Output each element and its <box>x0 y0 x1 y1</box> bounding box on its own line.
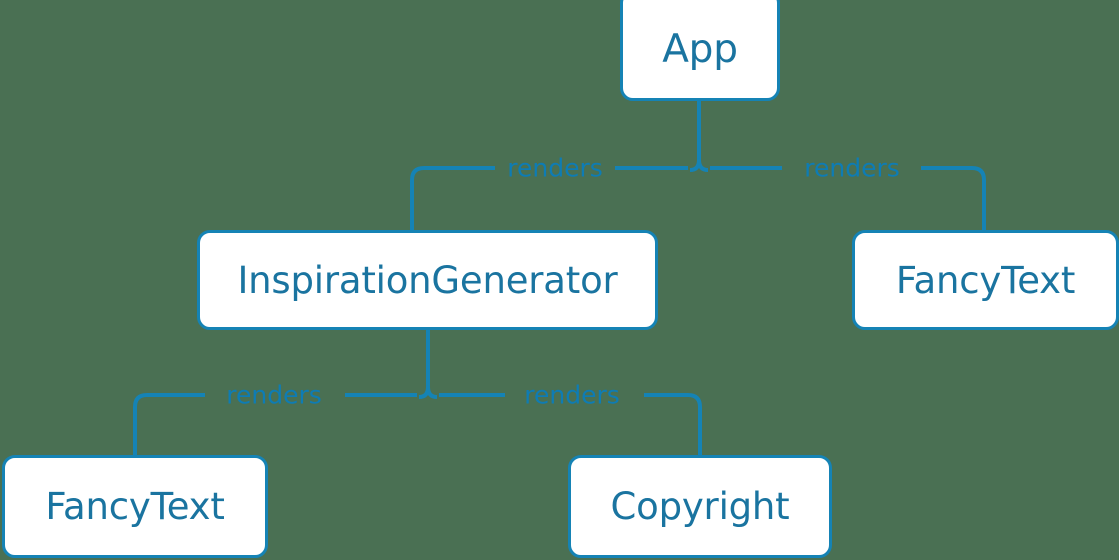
edge-inspiration-junction <box>418 385 438 399</box>
node-fancytext-bottom-label: FancyText <box>45 485 225 528</box>
node-app-label: App <box>662 27 738 72</box>
edge-app-inspiration-arm-outer <box>410 166 495 230</box>
node-inspiration-generator-label: InspirationGenerator <box>237 258 618 302</box>
edge-label-app-to-fancytext: renders <box>804 153 900 183</box>
edge-inspiration-copyright-arm-outer <box>644 393 702 455</box>
node-copyright-label: Copyright <box>610 485 790 528</box>
edge-label-app-to-inspiration: renders <box>507 153 603 183</box>
node-copyright[interactable]: Copyright <box>568 455 832 558</box>
node-fancytext-bottom[interactable]: FancyText <box>2 455 268 558</box>
edge-label-inspiration-to-fancytext: renders <box>226 380 322 410</box>
edge-app-junction <box>689 158 709 172</box>
node-app[interactable]: App <box>620 0 780 101</box>
edge-label-inspiration-to-copyright: renders <box>524 380 620 410</box>
node-fancytext-right[interactable]: FancyText <box>852 230 1119 330</box>
node-inspiration-generator[interactable]: InspirationGenerator <box>197 230 658 330</box>
edge-app-fancytext-arm-outer <box>921 166 986 230</box>
edge-inspiration-fancytext-arm-outer <box>133 393 205 455</box>
node-fancytext-right-label: FancyText <box>895 258 1076 302</box>
